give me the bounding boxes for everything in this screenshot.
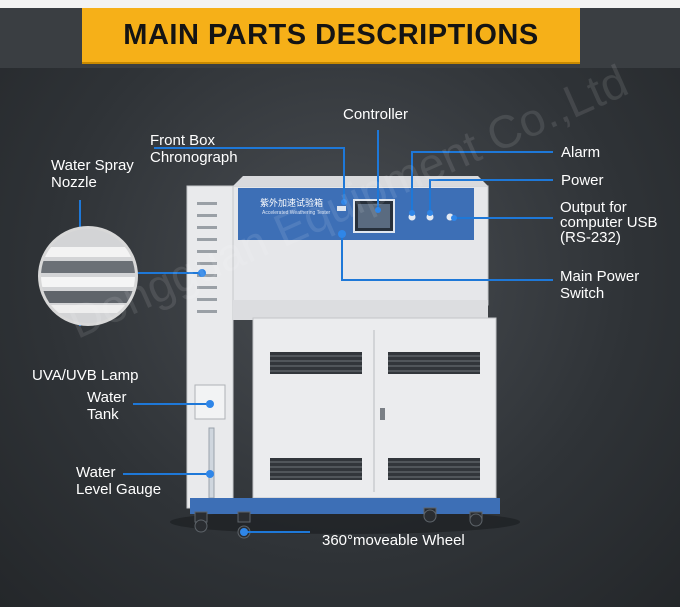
panel-title: 紫外加速试验箱: [260, 198, 324, 208]
label-water-level-gauge: Water Level Gauge: [76, 464, 162, 498]
label-alarm: Alarm: [561, 144, 601, 161]
hood-top: [233, 176, 488, 186]
cabinet-vents: [270, 352, 480, 480]
door-lock: [380, 408, 385, 420]
label-output-usb: Output for computer USB (RS-232): [560, 199, 658, 246]
tower-vents: [197, 202, 217, 313]
wheels: [194, 507, 483, 539]
label-power: Power: [561, 172, 604, 189]
blue-base: [190, 498, 500, 514]
label-water-spray-nozzle: Water Spray Nozzle: [51, 157, 134, 191]
label-water-tank: Water Tank: [87, 389, 127, 423]
panel-subtitle: Accelerated Weathering Tester: [262, 210, 331, 216]
body-ledge: [233, 300, 488, 320]
banner-title: MAIN PARTS DESCRIPTIONS: [123, 18, 539, 51]
chronograph-display: [337, 206, 346, 211]
label-front-box-chronograph: Front Box Chronograph: [150, 132, 238, 166]
label-uva-uvb-lamp: UVA/UVB Lamp: [32, 367, 139, 384]
label-main-power-switch: Main Power Switch: [560, 268, 640, 302]
label-moveable-wheel: 360°moveable Wheel: [322, 532, 465, 549]
label-controller: Controller: [343, 106, 409, 123]
lamp-zoom-inset: [38, 226, 138, 326]
title-banner: MAIN PARTS DESCRIPTIONS: [82, 8, 580, 62]
level-gauge-tube: [208, 427, 215, 499]
